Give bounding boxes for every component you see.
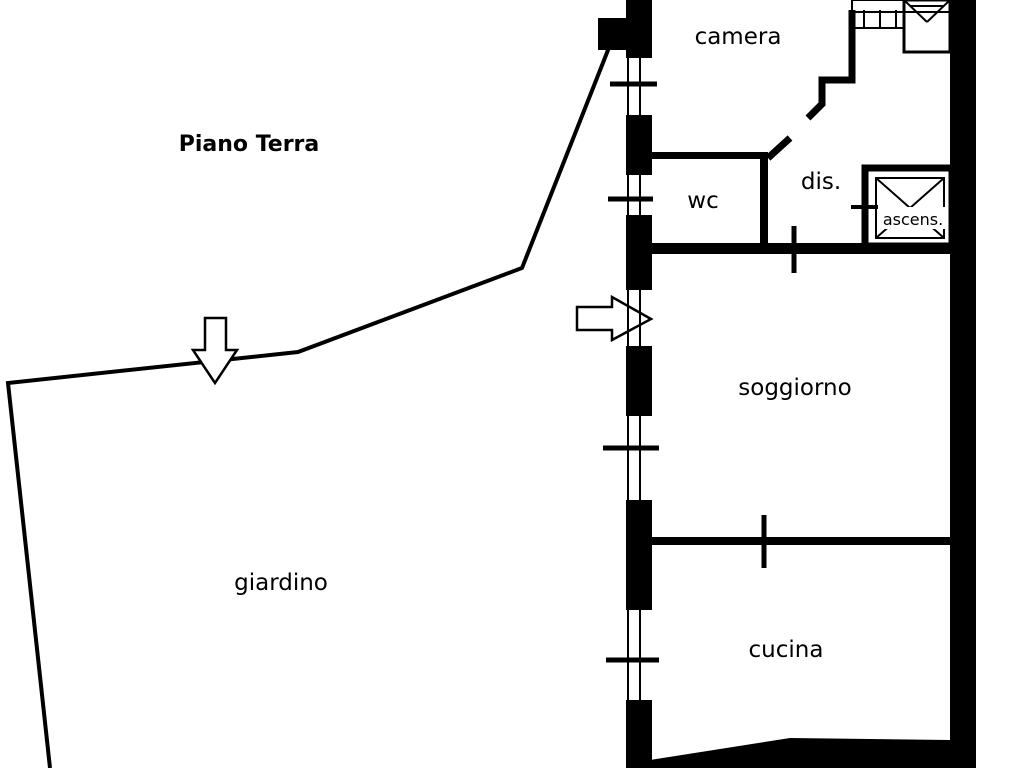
partition (805, 10, 856, 121)
wall-segment (626, 115, 652, 175)
wall-segment (626, 500, 652, 610)
garden-entry-arrow-icon (190, 316, 240, 386)
stairwell (851, 0, 952, 54)
room-label-soggiorno: soggiorno (738, 375, 851, 401)
building-entry-arrow-icon (575, 294, 654, 343)
wall-segment (626, 346, 652, 416)
south-wall (650, 738, 950, 768)
wall-segment (626, 700, 652, 768)
plan-title: Piano Terra (179, 132, 320, 157)
room-label-wc: wc (687, 188, 718, 214)
partition (650, 537, 950, 545)
window (606, 610, 659, 700)
east-wall (950, 0, 976, 768)
garden-boundary (5, 44, 612, 768)
window (608, 175, 653, 215)
interior-walls (650, 0, 956, 568)
partition (760, 152, 768, 248)
window (603, 416, 659, 500)
room-label-dis: dis. (801, 169, 841, 195)
west-wall (598, 0, 659, 768)
ascens-label-bg (878, 207, 948, 229)
partition (765, 135, 793, 161)
wall-segment (626, 0, 652, 58)
partition (650, 243, 950, 254)
partition (650, 152, 768, 159)
room-label-cucina: cucina (749, 637, 824, 663)
window (610, 58, 657, 115)
room-label-camera: camera (695, 24, 782, 50)
room-label-ascens: ascens. (883, 210, 943, 229)
entrance-door (627, 290, 641, 346)
wall-segment (626, 215, 652, 290)
room-label-giardino: giardino (234, 570, 328, 596)
